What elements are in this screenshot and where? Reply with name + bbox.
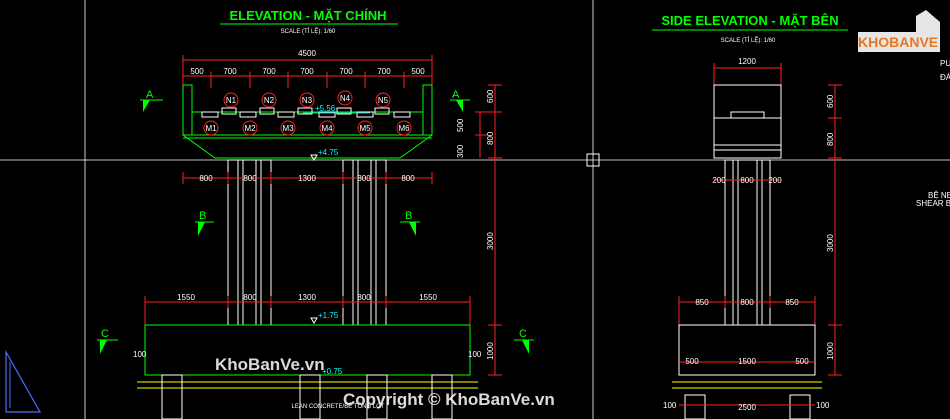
section-marker-a-left[interactable]: A (140, 89, 163, 112)
side-foot-dim-2: 800 (740, 298, 754, 307)
right-dim-1000: 1000 (486, 342, 495, 360)
svg-text:A: A (146, 89, 154, 101)
watermark-center: KhoBanVe.vn (215, 355, 325, 374)
elevation-view: ELEVATION - MẶT CHÍNH SCALE (TỈ LỆ): 1/6… (97, 8, 534, 419)
foot-dim-5: 1550 (419, 293, 437, 302)
col-dim-5: 800 (401, 174, 415, 183)
right-dim-300: 300 (456, 144, 465, 158)
label-n1: N1 (226, 96, 237, 105)
side-edge-right: 100 (816, 401, 830, 410)
svg-text:B: B (199, 210, 206, 222)
foot-dim-1: 1550 (177, 293, 195, 302)
label-m1: M1 (205, 124, 217, 133)
lean-concrete-note: LEAN CONCRETE/BÊ TÔNG LÓT (292, 402, 385, 410)
side-right-dim-600: 600 (826, 94, 835, 108)
side-edge-left: 100 (663, 401, 677, 410)
side-col-dim-1: 200 (712, 176, 726, 185)
side-cap (713, 84, 782, 159)
level-cap-bottom: +4.75 (318, 148, 339, 157)
dim-seg-4: 700 (300, 67, 314, 76)
note-shear: SHEAR BL (916, 199, 950, 208)
dim-seg-7: 500 (411, 67, 425, 76)
right-dim-3000: 3000 (486, 232, 495, 250)
col-dim-2: 800 (243, 174, 257, 183)
side-col-dim-2: 800 (740, 176, 754, 185)
right-dim-600: 600 (486, 89, 495, 103)
section-marker-b-right[interactable]: B (400, 210, 420, 236)
label-m4: M4 (321, 124, 333, 133)
svg-text:C: C (101, 328, 109, 340)
foot-dim-3: 1300 (298, 293, 316, 302)
side-right-dim-3000: 3000 (826, 234, 835, 252)
side-elevation-view: SIDE ELEVATION - MẶT BÊN SCALE (TỈ LỆ): … (652, 13, 950, 419)
col-dim-3: 1300 (298, 174, 316, 183)
label-n4: N4 (340, 94, 351, 103)
level-footing-top: +1.75 (318, 311, 339, 320)
ucs-icon (5, 349, 42, 413)
section-marker-a-right[interactable]: A (450, 89, 470, 112)
dim-total-width: 4500 (298, 49, 316, 58)
side-base-dim-3: 500 (795, 357, 809, 366)
dim-seg-5: 700 (339, 67, 353, 76)
footing-edge-right: 100 (468, 350, 482, 359)
svg-text:KHOBANVE: KHOBANVE (858, 34, 938, 50)
right-dim-800: 800 (486, 131, 495, 145)
side-scale: SCALE (TỈ LỆ): 1/60 (721, 36, 776, 44)
foot-dim-4: 800 (357, 293, 371, 302)
side-foot-dim-3: 850 (785, 298, 799, 307)
watermark-copyright: Copyright © KhoBanVe.vn (343, 390, 555, 409)
dim-seg-3: 700 (262, 67, 276, 76)
svg-text:B: B (405, 210, 412, 222)
khobanve-logo: KHOBANVE (858, 10, 940, 52)
dim-seg-1: 500 (190, 67, 204, 76)
label-n5: N5 (378, 96, 389, 105)
elevation-scale: SCALE (TỈ LỆ): 1/60 (281, 27, 336, 35)
dim-seg-6: 700 (377, 67, 391, 76)
footing-edge-left: 100 (133, 350, 147, 359)
note-pu: PU (940, 59, 950, 68)
side-foot-dim-1: 850 (695, 298, 709, 307)
side-base-dim-2: 1500 (738, 357, 756, 366)
note-be-neo: BỆ NEO (928, 191, 950, 200)
note-da: ĐÁ (940, 73, 950, 82)
col-dim-4: 800 (357, 174, 371, 183)
level-top: +5.56 (315, 104, 336, 113)
label-m2: M2 (244, 124, 256, 133)
side-right-dim-1000: 1000 (826, 342, 835, 360)
label-n2: N2 (264, 96, 275, 105)
side-right-dim-800: 800 (826, 132, 835, 146)
elevation-title: ELEVATION - MẶT CHÍNH (230, 8, 387, 23)
dim-seg-2: 700 (223, 67, 237, 76)
section-marker-c-right[interactable]: C (514, 328, 534, 354)
side-col-dim-3: 200 (768, 176, 782, 185)
label-n3: N3 (302, 96, 313, 105)
level-foundation: +0.75 (322, 367, 343, 376)
pickbox-cursor[interactable] (586, 153, 600, 167)
side-top-width: 1200 (738, 57, 756, 66)
svg-text:A: A (452, 89, 460, 101)
right-dim-500: 500 (456, 118, 465, 132)
pier-cap-outline (182, 84, 433, 159)
side-bottom-width: 2500 (738, 403, 756, 412)
label-m3: M3 (282, 124, 294, 133)
label-m5: M5 (359, 124, 371, 133)
svg-text:C: C (519, 328, 527, 340)
side-title: SIDE ELEVATION - MẶT BÊN (661, 13, 838, 28)
foot-dim-2: 800 (243, 293, 257, 302)
side-base-dim-1: 500 (685, 357, 699, 366)
side-footing (678, 324, 816, 376)
col-dim-1: 800 (199, 174, 213, 183)
section-marker-b-left[interactable]: B (195, 210, 214, 236)
section-marker-c-left[interactable]: C (97, 328, 118, 354)
label-m6: M6 (398, 124, 410, 133)
